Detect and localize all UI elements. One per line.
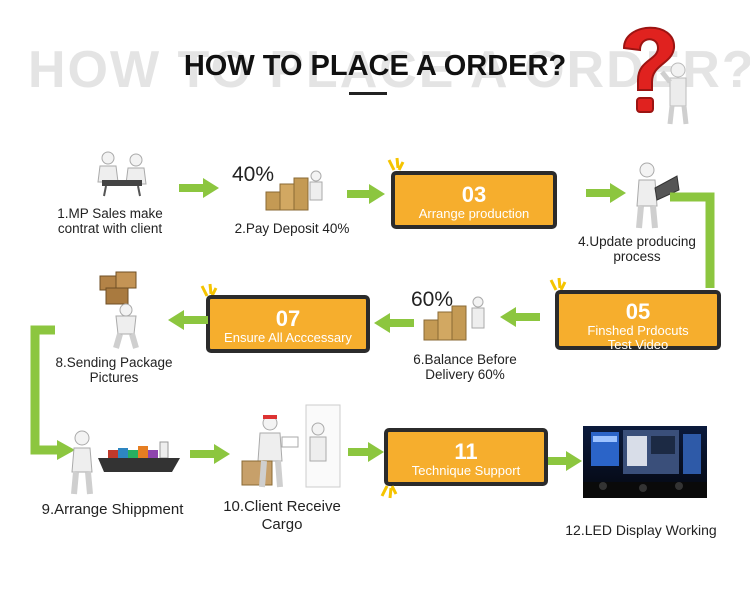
arrow-left bbox=[374, 313, 414, 333]
step-5-box: 05 Finshed Prdocuts Test Video bbox=[555, 290, 721, 352]
arrow-right bbox=[586, 183, 626, 203]
step-7-box: 07 Ensure All Acccessary bbox=[206, 295, 370, 353]
title-watermark: HOW TO PLACE A ORDER? bbox=[28, 41, 750, 99]
step-8-label: 8.Sending Package Pictures bbox=[55, 355, 173, 385]
step-11-number: 11 bbox=[454, 439, 478, 464]
handshake-figures-icon bbox=[97, 151, 147, 197]
coin-stack-icon bbox=[423, 296, 485, 341]
connector-line-left bbox=[30, 325, 75, 460]
title-underline bbox=[349, 92, 387, 95]
led-screen-photo bbox=[583, 426, 707, 498]
step-12-label: 12.LED Display Working bbox=[565, 522, 717, 538]
arrow-right bbox=[548, 451, 582, 471]
step-7-number: 07 bbox=[275, 306, 301, 331]
figure-with-cargo-ship-icon bbox=[71, 430, 180, 495]
arrow-left bbox=[168, 310, 208, 330]
sparkle-icon bbox=[380, 485, 398, 499]
step-5-number: 05 bbox=[625, 299, 651, 324]
step-4-label: 4.Update producing process bbox=[578, 234, 696, 264]
figure-with-laptop-icon bbox=[636, 162, 680, 229]
step-2-label: 2.Pay Deposit 40% bbox=[234, 221, 350, 236]
step-5-label: Finshed Prdocuts Test Video bbox=[587, 323, 689, 352]
step-6-label: 6.Balance Before Delivery 60% bbox=[413, 352, 517, 382]
step-3-box: 03 Arrange production bbox=[391, 171, 557, 229]
step-10-label: 10.Client Receive Cargo bbox=[223, 498, 341, 533]
page-title: HOW TO PLACE A ORDER? bbox=[183, 50, 567, 82]
sparkle-icon bbox=[200, 283, 218, 297]
step-6-percent: 60% bbox=[411, 288, 454, 311]
delivery-figure-icon bbox=[241, 404, 341, 488]
arrow-right bbox=[179, 178, 219, 198]
step-3-number: 03 bbox=[461, 182, 487, 207]
step-11-box: 11 Technique Support bbox=[384, 428, 548, 486]
step-2-percent: 40% bbox=[232, 163, 275, 186]
coin-stack-icon bbox=[265, 170, 323, 211]
arrow-right bbox=[348, 442, 384, 462]
connector-line-right bbox=[670, 192, 715, 288]
step-11-label: Technique Support bbox=[411, 463, 521, 478]
figure-carrying-boxes-icon bbox=[99, 271, 139, 349]
step-7-label: Ensure All Acccessary bbox=[224, 330, 352, 345]
step-3-label: Arrange production bbox=[418, 206, 530, 221]
arrow-right bbox=[347, 184, 385, 204]
sparkle-icon bbox=[549, 277, 567, 291]
sparkle-icon bbox=[387, 157, 405, 171]
step-9-label: 9.Arrange Shippment bbox=[41, 501, 184, 518]
arrow-left bbox=[500, 307, 540, 327]
arrow-right bbox=[190, 444, 230, 464]
question-mark-figure-icon bbox=[622, 26, 689, 125]
step-1-label: 1.MP Sales make contrat with client bbox=[57, 206, 163, 236]
